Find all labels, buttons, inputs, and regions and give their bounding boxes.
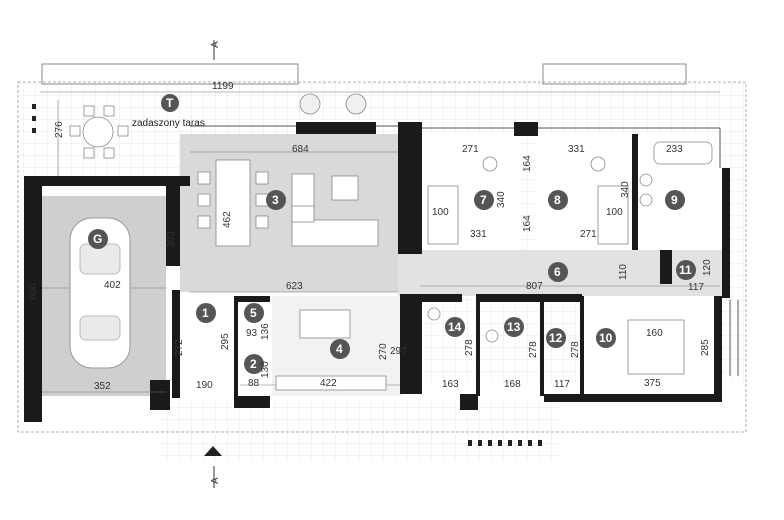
terrace-width-dim: 1199 bbox=[212, 81, 234, 92]
svg-text:297: 297 bbox=[390, 346, 407, 357]
svg-text:278: 278 bbox=[528, 341, 539, 358]
svg-text:340: 340 bbox=[496, 191, 507, 208]
svg-text:6: 6 bbox=[554, 265, 561, 279]
svg-text:623: 623 bbox=[286, 281, 303, 292]
svg-text:375: 375 bbox=[644, 378, 661, 389]
svg-text:190: 190 bbox=[196, 380, 213, 391]
garage-dim-2: 600 bbox=[28, 283, 39, 300]
room-dimensions: 272 295 190 130 88 684 462 623 270 297 4… bbox=[174, 144, 713, 391]
window-marks bbox=[190, 125, 739, 376]
svg-text:93: 93 bbox=[246, 328, 258, 339]
svg-text:278: 278 bbox=[570, 341, 581, 358]
roof-edge-top-left bbox=[41, 63, 299, 85]
svg-text:340: 340 bbox=[620, 181, 631, 198]
svg-text:331: 331 bbox=[470, 229, 487, 240]
entrance-steps bbox=[32, 104, 542, 446]
svg-text:88: 88 bbox=[248, 378, 260, 389]
svg-text:8: 8 bbox=[554, 193, 561, 207]
svg-text:4: 4 bbox=[336, 342, 343, 356]
svg-text:462: 462 bbox=[222, 211, 233, 228]
sofa-icon bbox=[291, 173, 379, 247]
entrance-arrow-icon bbox=[204, 446, 222, 456]
svg-text:9: 9 bbox=[671, 193, 678, 207]
svg-text:271: 271 bbox=[580, 229, 597, 240]
bathtub-icon bbox=[653, 141, 713, 165]
svg-text:7: 7 bbox=[480, 193, 487, 207]
bed-icons bbox=[427, 185, 685, 375]
terrace-badge-label: T bbox=[166, 96, 174, 110]
terrace-depth-dim: 276 bbox=[54, 121, 65, 138]
svg-text:233: 233 bbox=[666, 144, 683, 155]
svg-text:160: 160 bbox=[646, 328, 663, 339]
dining-table-icon bbox=[197, 159, 269, 247]
garage-badge-label: G bbox=[93, 232, 102, 246]
garage-dim-3: 402 bbox=[104, 280, 121, 291]
kitchen-island-icon bbox=[275, 309, 387, 391]
garage-badge bbox=[88, 229, 108, 249]
svg-text:3: 3 bbox=[272, 193, 279, 207]
living-area-floor bbox=[180, 134, 398, 292]
svg-text:807: 807 bbox=[526, 281, 543, 292]
svg-text:5: 5 bbox=[250, 306, 257, 320]
svg-text:117: 117 bbox=[688, 282, 704, 293]
svg-text:285: 285 bbox=[700, 339, 711, 356]
svg-text:117: 117 bbox=[554, 379, 570, 390]
terrace-label: zadaszony taras bbox=[132, 118, 205, 129]
room-badges: 1 2 3 4 5 6 7 8 9 10 11 12 13 14 bbox=[196, 190, 696, 374]
svg-text:272: 272 bbox=[174, 339, 185, 356]
garage-dim-4: 352 bbox=[94, 381, 111, 392]
section-mark-top: A bbox=[210, 41, 221, 48]
svg-text:110: 110 bbox=[618, 264, 629, 280]
svg-text:1: 1 bbox=[202, 306, 209, 320]
garage-dim-1: 303 bbox=[166, 231, 177, 248]
sink-icons bbox=[427, 156, 653, 343]
svg-text:130: 130 bbox=[260, 361, 271, 378]
svg-text:10: 10 bbox=[599, 331, 613, 345]
svg-text:278: 278 bbox=[464, 339, 475, 356]
svg-text:422: 422 bbox=[320, 378, 337, 389]
svg-text:295: 295 bbox=[220, 333, 231, 350]
car-icon bbox=[69, 217, 131, 369]
svg-text:13: 13 bbox=[507, 320, 521, 334]
svg-text:164: 164 bbox=[522, 155, 533, 172]
svg-text:168: 168 bbox=[504, 379, 521, 390]
walls bbox=[24, 122, 730, 422]
svg-text:331: 331 bbox=[568, 144, 585, 155]
svg-text:163: 163 bbox=[442, 379, 459, 390]
svg-text:684: 684 bbox=[292, 144, 309, 155]
svg-text:2: 2 bbox=[250, 357, 257, 371]
svg-text:12: 12 bbox=[549, 331, 563, 345]
svg-text:164: 164 bbox=[522, 215, 533, 232]
svg-text:11: 11 bbox=[679, 263, 692, 277]
svg-text:14: 14 bbox=[448, 320, 462, 334]
section-mark-bottom: A bbox=[210, 477, 221, 484]
svg-text:100: 100 bbox=[432, 207, 449, 218]
svg-text:270: 270 bbox=[378, 343, 389, 360]
svg-text:271: 271 bbox=[462, 144, 479, 155]
svg-text:100: 100 bbox=[606, 207, 623, 218]
lounge-chairs-icon bbox=[299, 93, 367, 115]
terrace-outline bbox=[17, 81, 747, 433]
front-paving bbox=[160, 400, 560, 460]
svg-text:120: 120 bbox=[702, 259, 713, 276]
roof-edge-top-right bbox=[542, 63, 687, 85]
terrace-table-icon bbox=[69, 105, 129, 159]
terrace-badge bbox=[161, 94, 179, 112]
svg-text:136: 136 bbox=[260, 323, 271, 340]
